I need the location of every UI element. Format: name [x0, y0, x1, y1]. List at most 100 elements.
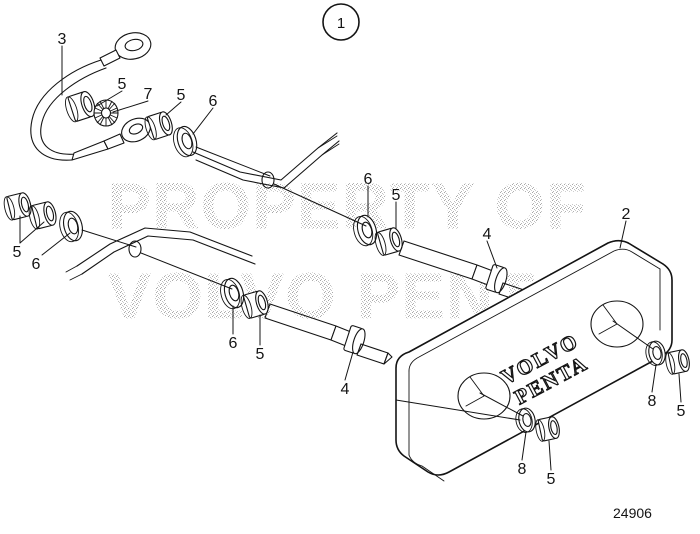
small-washer-left-hole [522, 413, 532, 427]
leader-6b [41, 232, 71, 256]
plate-nut-left [535, 416, 560, 442]
plate-top-edge [395, 240, 664, 369]
small-washer-right-hole [652, 346, 662, 360]
leader-4b [344, 351, 354, 381]
leader-5a [96, 90, 123, 107]
left-nut-2 [28, 201, 57, 230]
label-ref-5d: 5 [392, 187, 401, 204]
lower-bolt-collar-group [343, 325, 366, 355]
label-ref-5b: 5 [177, 87, 186, 104]
callout-leader-lines [19, 45, 682, 471]
leader-8b [651, 364, 657, 393]
washer-a-hole [181, 132, 193, 150]
drawing-number: 24906 [613, 505, 652, 521]
flat-washer-a [173, 125, 198, 158]
leader-5b [165, 101, 182, 116]
plate-nut-left-hole [550, 420, 558, 436]
upper-flange-nut [374, 227, 403, 256]
label-ref-3: 3 [58, 31, 67, 48]
top-hardware-stack [65, 91, 198, 158]
label-ref-6c: 6 [364, 171, 373, 188]
leader-plate-hole-right [612, 320, 654, 350]
cable-crimp-lower [71, 140, 109, 161]
left-washer-back [59, 211, 80, 243]
anode-plate: VOLVO PENTA [395, 239, 673, 482]
plate-hardware-lower-left [515, 407, 560, 442]
label-ref-6b: 6 [32, 256, 41, 273]
upper-bolt-collar-face [494, 267, 508, 294]
small-washer-right [645, 340, 666, 366]
label-ref-2: 2 [622, 206, 631, 223]
figure-callout-1: 1 [322, 3, 360, 41]
nut-a-thread-hole [83, 95, 93, 113]
leader-5f [548, 440, 552, 471]
washer-a-back [173, 127, 194, 158]
lower-bolt-tip [383, 352, 393, 365]
hex-flange-nut-b [144, 111, 173, 141]
leader-7 [112, 100, 149, 113]
plate-hardware-lower-right [645, 340, 690, 375]
lower-bolt-assembly [220, 277, 393, 365]
left-nut-1-flange [3, 196, 16, 221]
plate-nut-right [665, 349, 690, 375]
label-ref-5g: 5 [677, 403, 686, 420]
assembly-reference-leaders [81, 146, 654, 421]
bracket-rod-upper-endcap [317, 135, 340, 156]
small-washer-left-back [515, 408, 533, 433]
upper-washer-hole [361, 221, 373, 239]
bracket-rod-lower-top [76, 227, 253, 267]
star-lock-washer [93, 99, 119, 127]
upper-bolt-assembly [353, 214, 535, 304]
leader-4a [486, 240, 498, 269]
label-ref-5f: 5 [547, 471, 556, 488]
nut-b-thread-hole [161, 115, 171, 132]
left-nut-1-hole [20, 196, 30, 213]
left-washer-hole [67, 217, 79, 235]
callout-circle-label: 1 [337, 15, 345, 32]
cable-lug-upper-hole [124, 38, 144, 52]
leader-plate-hole-left [479, 392, 524, 417]
upper-washer-back [353, 216, 374, 247]
plate-nut-right-flange [665, 352, 676, 375]
leader-6a [192, 107, 214, 135]
left-nut-2-hole [45, 205, 55, 222]
lower-flange-nut [240, 290, 269, 319]
leader-5g [678, 373, 682, 403]
upper-bolt-collar-group [485, 264, 508, 294]
star-washer-hole [100, 107, 112, 119]
label-ref-4b: 4 [341, 381, 350, 398]
leader-ring-upper-to-washer [273, 183, 367, 227]
label-ref-6a: 6 [209, 93, 218, 110]
bracket-rod-lower-endcap [65, 265, 83, 281]
mounting-bracket-rods [65, 132, 340, 281]
label-ref-5e: 5 [256, 346, 265, 363]
leader-5c-2 [19, 221, 45, 244]
lower-stud-bolt [264, 303, 393, 365]
bracket-rod-lower-bottom [81, 235, 256, 275]
lower-bolt-collar-face [352, 328, 366, 355]
label-ref-7: 7 [144, 86, 153, 103]
cable-crimp-upper [99, 49, 121, 67]
nut-b-flange [144, 116, 157, 141]
upper-flat-washer [353, 214, 378, 247]
plate-bottom-left-bevel [408, 454, 445, 482]
callout-circle [322, 3, 360, 41]
lower-nut-hole [257, 294, 267, 311]
lower-washer-back [220, 279, 241, 310]
plate-nut-right-hole [680, 353, 688, 369]
upper-nut-flange [374, 231, 387, 256]
leader-ring-lower-to-washer [140, 252, 233, 290]
lower-nut-flange [240, 294, 253, 319]
label-ref-4a: 4 [483, 226, 492, 243]
label-ref-8a: 8 [518, 461, 527, 478]
hex-flange-nut-a [65, 91, 96, 123]
plate-hole-left-marks [465, 376, 485, 407]
left-hardware-stack [3, 192, 84, 243]
upper-nut-hole [391, 231, 401, 248]
ref-ring-lower [128, 240, 142, 258]
ref-ring-upper [261, 171, 275, 189]
leader-washer-a-to-ring [195, 146, 271, 177]
plate-right-edge [662, 263, 673, 341]
